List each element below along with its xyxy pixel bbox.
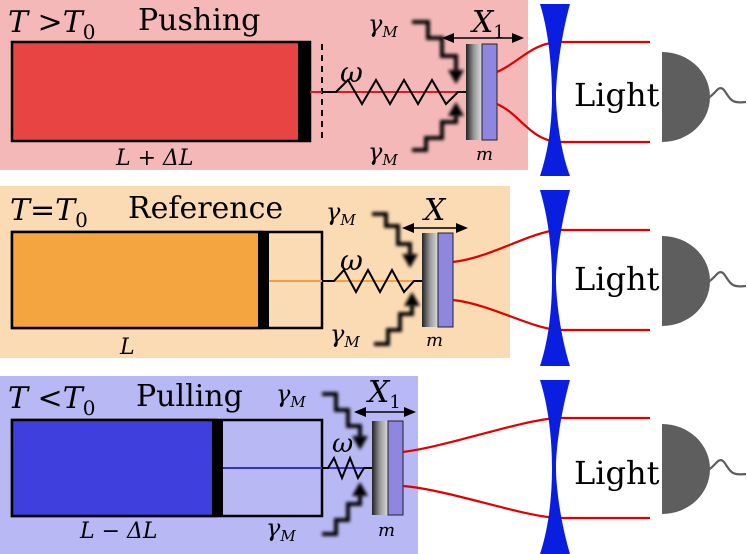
spring-frequency-label: ω <box>332 429 353 459</box>
detector-signal-2 <box>707 271 747 288</box>
curved-mirror-3 <box>540 380 570 554</box>
damping-arrow-top <box>322 392 362 438</box>
spring <box>322 455 372 481</box>
displacement-arrowhead-left <box>354 407 366 417</box>
curved-mirror-1 <box>540 4 570 176</box>
mass-block <box>372 421 388 515</box>
photodetector-icon-2 <box>662 236 710 326</box>
panel-pulling: T <T0 Pulling ω L − ΔL γM γM m X1 <box>0 375 418 554</box>
damping-arrowhead-bottom <box>352 482 368 496</box>
mass-label: m <box>426 330 443 351</box>
piston <box>298 42 310 141</box>
displacement-label: X1 <box>470 5 505 43</box>
light-label-3: Light <box>574 454 660 492</box>
photodetector-icon-1 <box>662 52 710 142</box>
photodetector-icon-3 <box>662 424 710 514</box>
panel-reference: T=T0 Reference ω L γM γM m X <box>0 186 510 360</box>
piston-fill <box>10 418 218 518</box>
displacement-arrowhead-left <box>442 33 454 43</box>
mass-label: m <box>378 520 395 541</box>
beam-3-top <box>402 416 650 454</box>
condition-label: T <T0 <box>8 381 95 420</box>
mass-plate <box>481 43 498 141</box>
damping-label-top: γM <box>276 380 306 411</box>
mass-block <box>422 233 438 327</box>
cavity-tube <box>10 40 312 143</box>
damping-arrowhead-bottom <box>404 292 420 306</box>
mode-label: Reference <box>128 191 283 226</box>
mass-plate <box>387 420 404 516</box>
light-label-2: Light <box>574 260 660 298</box>
damping-arrow-bottom <box>322 494 362 536</box>
damping-label-top: γM <box>326 198 356 229</box>
damping-arrowhead-top <box>402 254 418 268</box>
damping-label-top: γM <box>368 10 398 41</box>
displacement-arrowhead-left <box>402 223 414 233</box>
panel-pushing: T >T0 Pushing ω L + ΔL γM γM m X1 <box>0 0 528 171</box>
light-label-1: Light <box>574 76 660 114</box>
damping-label-bottom: γM <box>368 138 398 169</box>
mirrors <box>540 4 570 554</box>
condition-label: T=T0 <box>10 193 88 232</box>
spring <box>322 78 466 106</box>
detector-signal-3 <box>707 459 747 476</box>
spring <box>322 267 422 295</box>
length-label: L − ΔL <box>79 519 158 544</box>
piston <box>212 420 223 516</box>
damping-label-bottom: γM <box>266 514 296 545</box>
damping-arrowhead-top <box>352 436 368 450</box>
damping-arrowhead-bottom <box>448 102 464 116</box>
damping-arrow-bottom <box>374 304 414 346</box>
mode-label: Pulling <box>136 379 243 414</box>
piston <box>258 232 269 328</box>
curved-mirror-2 <box>540 190 570 366</box>
damping-label-bottom: γM <box>330 320 360 351</box>
length-label: L <box>119 335 135 360</box>
mass-block <box>466 44 482 140</box>
spring-frequency-label: ω <box>340 244 363 277</box>
condition-label: T >T0 <box>8 5 95 44</box>
damping-arrowhead-top <box>448 70 464 84</box>
displacement-arrowhead-right <box>456 223 468 233</box>
damping-arrow-bottom <box>412 114 458 152</box>
displacement-label: X <box>422 193 447 228</box>
damping-arrow-top <box>372 212 412 256</box>
displacement-label: X1 <box>366 375 401 413</box>
mass-plate <box>437 232 454 328</box>
length-label: L + ΔL <box>115 146 194 171</box>
spring-frequency-label: ω <box>340 56 363 89</box>
detectors <box>662 52 747 514</box>
mass-label: m <box>476 144 493 165</box>
mode-label: Pushing <box>138 3 260 38</box>
piston-fill <box>10 230 264 330</box>
detector-signal-1 <box>707 87 747 104</box>
displacement-arrowhead-right <box>404 407 416 417</box>
displacement-arrowhead-right <box>512 33 524 43</box>
